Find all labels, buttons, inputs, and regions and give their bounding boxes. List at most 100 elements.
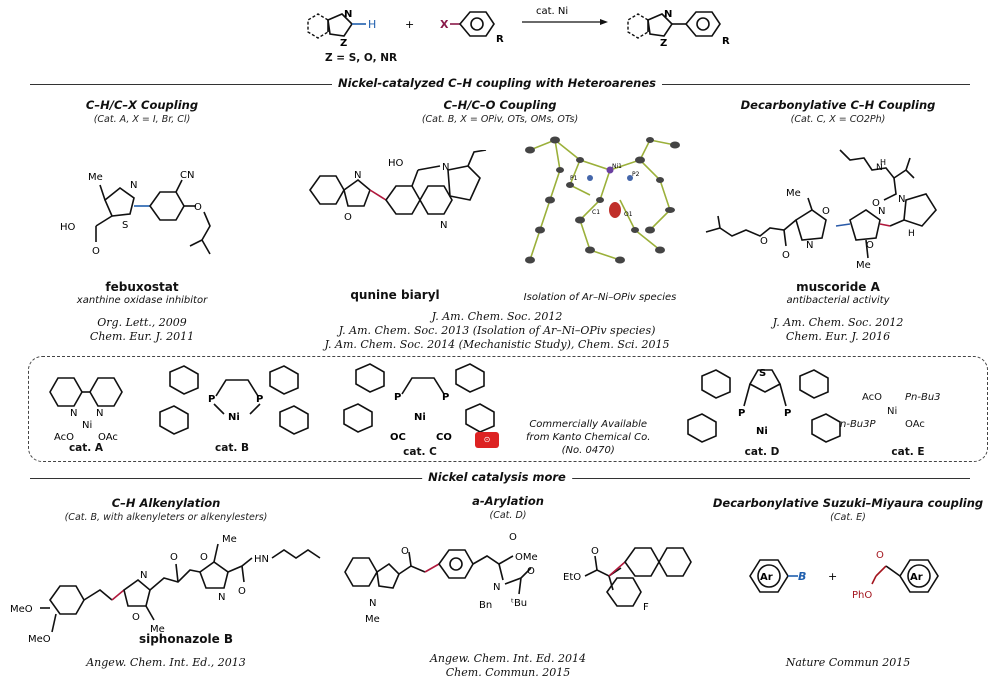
svg-text:N: N [440, 220, 447, 231]
svg-text:P2: P2 [632, 171, 640, 178]
svg-text:P: P [738, 408, 745, 419]
cat-a-structure: N N Ni AcO OAc [49, 377, 123, 442]
suzuki-scheme: Ar B + O PhO Ar [749, 550, 939, 601]
svg-text:O: O [92, 246, 100, 257]
svg-text:+: + [828, 570, 837, 583]
col1-desc: xanthine oxidase inhibitor [76, 295, 208, 306]
svg-text:N: N [369, 598, 376, 609]
svg-text:P: P [442, 392, 449, 403]
s2-col2-sub: (Cat. D) [489, 510, 527, 521]
col2-sub: (Cat. B, X = OPiv, OTs, OMs, OTs) [421, 114, 579, 125]
svg-text:N: N [354, 170, 361, 181]
cat-d-structure: S P P Ni [687, 368, 841, 443]
col3-desc: antibacterial activity [786, 295, 890, 306]
svg-text:AcO: AcO [54, 432, 74, 442]
catalyst-box [28, 356, 988, 462]
svg-text:Me: Me [365, 614, 380, 625]
cat-c-label: cat. C [403, 446, 437, 458]
svg-text:F: F [643, 602, 649, 613]
cat-d-label: cat. D [744, 446, 780, 458]
svg-text:N: N [70, 408, 77, 419]
svg-text:OC: OC [390, 432, 406, 443]
svg-text:N: N [878, 206, 885, 217]
svg-text:Bn: Bn [479, 600, 492, 611]
col1-ref1: Org. Lett., 2009 [97, 316, 187, 329]
svg-text:Ar: Ar [910, 572, 923, 583]
svg-text:R: R [722, 36, 730, 47]
svg-text:X: X [440, 18, 449, 31]
svg-text:ᵗBu: ᵗBu [511, 598, 527, 609]
svg-text:EtO: EtO [563, 572, 581, 583]
svg-text:O: O [527, 566, 535, 577]
cat-e-aco: AcO [862, 392, 883, 403]
svg-text:N: N [344, 9, 352, 20]
svg-text:O1: O1 [624, 211, 633, 218]
col1-compound-name: febuxostat [105, 280, 179, 294]
cat-e-oac: OAc [905, 419, 925, 430]
cat-e-pnbu3: Pn-Bu3 [905, 392, 941, 403]
svg-text:O: O [200, 552, 208, 563]
svg-text:N: N [664, 9, 672, 20]
svg-text:N: N [898, 194, 905, 205]
section1-title: Nickel-catalyzed C–H coupling with Heter… [331, 76, 663, 90]
svg-text:Ni: Ni [756, 426, 768, 437]
svg-text:HN: HN [254, 554, 269, 565]
svg-text:HO: HO [388, 158, 404, 169]
col1-heading: C–H/C–X Coupling [85, 98, 199, 112]
svg-text:N: N [96, 408, 103, 419]
section2-title: Nickel catalysis more [422, 470, 572, 484]
s2-col1-heading: C–H Alkenylation [111, 496, 221, 510]
s2-col2-ref1: Angew. Chem. Int. Ed. 2014 [429, 652, 587, 665]
svg-text:O: O [872, 198, 880, 209]
xray-structure-image: P1 Ni1 P2 C1 O1 [525, 136, 680, 264]
azole-reactant: N Z [307, 9, 366, 49]
svg-text:O: O [782, 250, 790, 261]
svg-text:O: O [876, 550, 884, 561]
svg-text:O: O [822, 206, 830, 217]
svg-text:Ar: Ar [760, 572, 773, 583]
svg-text:O: O [344, 212, 352, 223]
s2-col3-ref: Nature Commun 2015 [785, 656, 911, 669]
col2-compound-name: qunine biaryl [350, 288, 440, 302]
svg-text:H: H [908, 229, 915, 239]
svg-text:Me: Me [222, 534, 237, 545]
svg-text:O: O [591, 546, 599, 557]
svg-text:O: O [194, 202, 202, 213]
muscoride-a-structure: N H O N H N O O N Me Me O O [705, 149, 937, 271]
svg-text:PhO: PhO [852, 590, 872, 601]
s2-col3-sub: (Cat. E) [830, 512, 866, 523]
svg-text:O: O [760, 236, 768, 247]
col1-sub: (Cat. A, X = I, Br, Cl) [93, 114, 191, 125]
svg-text:N: N [218, 592, 225, 603]
svg-text:O: O [401, 546, 409, 557]
svg-text:N: N [140, 570, 147, 581]
kanto-logo: ⊙ [475, 432, 499, 448]
cat-e-ni: Ni [887, 406, 898, 417]
svg-text:Me: Me [856, 260, 871, 271]
svg-text:H: H [880, 158, 886, 167]
col2-heading: C–H/C–O Coupling [443, 98, 557, 112]
cat-a-label: cat. A [68, 442, 104, 454]
s2-col2-ref2: Chem. Commun. 2015 [445, 666, 571, 679]
col3-sub: (Cat. C, X = CO2Ph) [790, 114, 886, 125]
svg-text:R: R [496, 34, 504, 45]
s2-col1-sub: (Cat. B, with alkenyleters or alkenylest… [64, 512, 268, 523]
cat-b-label: cat. B [215, 442, 249, 454]
col1-ref2: Chem. Eur. J. 2011 [89, 330, 195, 343]
svg-text:N: N [876, 163, 883, 173]
svg-text:Z: Z [340, 38, 347, 49]
reaction-scheme: N Z H + X R cat. Ni N Z R [307, 6, 730, 49]
svg-text:S: S [122, 220, 128, 231]
svg-text:MeO: MeO [28, 634, 51, 645]
s2-col2-heading: a-Arylation [472, 494, 544, 508]
col3-ref1: J. Am. Chem. Soc. 2012 [772, 316, 904, 329]
svg-text:Me: Me [88, 172, 103, 183]
svg-text:N: N [493, 582, 500, 593]
svg-text:O: O [866, 240, 874, 251]
s2-col1-name: siphonazole B [138, 632, 234, 646]
svg-text:OAc: OAc [98, 432, 118, 442]
cat-e-nbu3p: n-Bu3P [840, 419, 876, 430]
svg-text:O: O [170, 552, 178, 563]
svg-text:Me: Me [786, 188, 801, 199]
h-label: H [368, 18, 376, 31]
